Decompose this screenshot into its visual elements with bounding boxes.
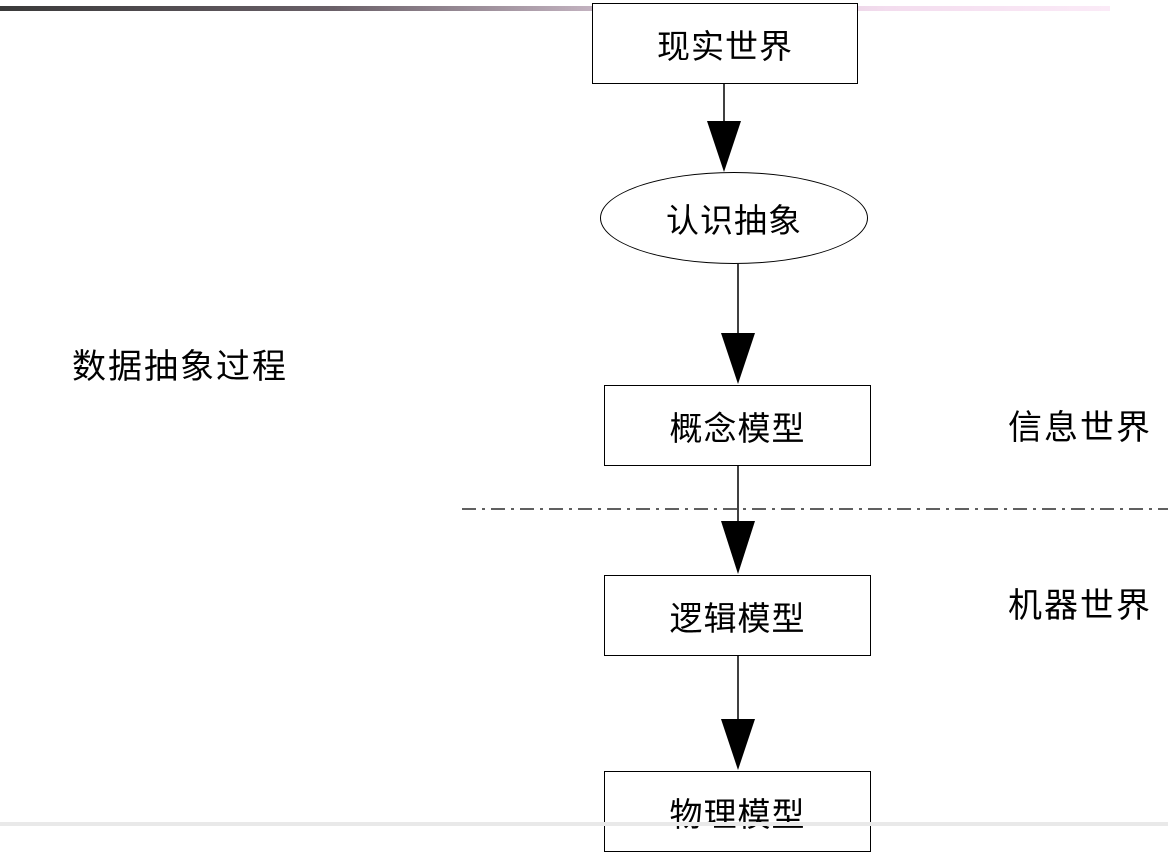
node-conceptual-label: 概念模型 (669, 408, 806, 448)
process-label: 数据抽象过程 (72, 347, 288, 387)
node-logical-label: 逻辑模型 (669, 598, 806, 638)
machine-world-label: 机器世界 (1008, 586, 1152, 626)
node-real-world-label: 现实世界 (657, 26, 793, 66)
arrow-cognition-to-conceptual-head (721, 333, 755, 384)
node-physical-model: 物理模型 (604, 771, 871, 852)
node-conceptual-model: 概念模型 (604, 385, 871, 466)
node-logical-model: 逻辑模型 (604, 575, 871, 656)
information-world-label: 信息世界 (1008, 408, 1152, 448)
header-gradient-bar (0, 6, 1110, 11)
arrow-logical-to-physical-head (721, 719, 755, 770)
node-cognition-label: 认识抽象 (666, 201, 802, 240)
node-cognition-abstraction: 认识抽象 (600, 172, 868, 264)
node-physical-label: 物理模型 (669, 795, 806, 834)
flow-arrows (462, 84, 1168, 770)
arrow-real-to-cognition-head (707, 121, 741, 172)
bottom-edge-strip (0, 822, 1168, 826)
arrow-conceptual-to-logical-head (721, 521, 755, 574)
node-real-world: 现实世界 (592, 3, 858, 84)
